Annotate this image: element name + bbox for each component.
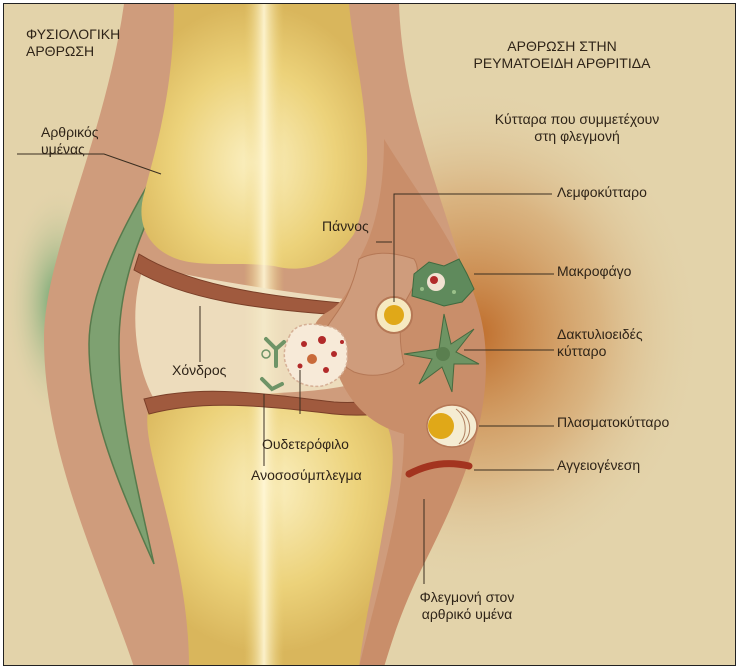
label-immune-complex: Ανοσοσύμπλεγμα (251, 467, 362, 484)
label-macrophage: Μακροφάγο (557, 263, 631, 280)
label-synovial-membrane-line1: Αρθρικός (41, 124, 99, 141)
neutrophil-cell (284, 324, 347, 386)
cells-heading: Κύτταρα που συμμετέχουν στη φλεγμονή (472, 111, 682, 145)
diagram-frame: ΦΥΣΙΟΛΟΓΙΚΗ ΑΡΘΡΩΣΗ ΑΡΘΡΩΣΗ ΣΤΗΝ ΡΕΥΜΑΤΟ… (3, 3, 736, 666)
cells-heading-line1: Κύτταρα που συμμετέχουν (472, 111, 682, 128)
title-right-line1: ΑΡΘΡΩΣΗ ΣΤΗΝ (457, 38, 667, 55)
label-angiogenesis: Αγγειογένεση (557, 457, 640, 474)
title-left: ΦΥΣΙΟΛΟΓΙΚΗ ΑΡΘΡΩΣΗ (26, 26, 120, 60)
label-lymphocyte: Λεμφοκύτταρο (557, 184, 647, 201)
label-pannus: Πάννος (322, 218, 369, 235)
title-left-line2: ΑΡΘΡΩΣΗ (26, 43, 120, 60)
label-synovial-membrane: Αρθρικός υμένας (41, 124, 99, 158)
label-synovial-inflammation: Φλεγμονή στον αρθρικό υμένα (392, 589, 542, 623)
title-right: ΑΡΘΡΩΣΗ ΣΤΗΝ ΡΕΥΜΑΤΟΕΙΔΗ ΑΡΘΡΙΤΙΔΑ (457, 38, 667, 72)
label-cartilage: Χόνδρος (172, 362, 226, 379)
plasma-cell (427, 405, 477, 447)
label-plasma-cell: Πλασματοκύτταρο (557, 414, 669, 431)
label-dendritic-cell-line2: κύτταρο (557, 343, 643, 360)
title-left-line1: ΦΥΣΙΟΛΟΓΙΚΗ (26, 26, 120, 43)
antigen-dot (262, 350, 270, 358)
label-dendritic-cell: Δακτυλιοειδές κύτταρο (557, 326, 643, 360)
title-right-line2: ΡΕΥΜΑΤΟΕΙΔΗ ΑΡΘΡΙΤΙΔΑ (457, 55, 667, 72)
cells-heading-line2: στη φλεγμονή (472, 128, 682, 145)
label-dendritic-cell-line1: Δακτυλιοειδές (557, 326, 643, 343)
label-synovial-membrane-line2: υμένας (41, 141, 99, 158)
lymphocyte-cell (376, 297, 412, 333)
label-synovial-inflammation-line2: αρθρικό υμένα (392, 606, 542, 623)
label-neutrophil: Ουδετερόφιλο (262, 436, 349, 453)
label-synovial-inflammation-line1: Φλεγμονή στον (392, 589, 542, 606)
